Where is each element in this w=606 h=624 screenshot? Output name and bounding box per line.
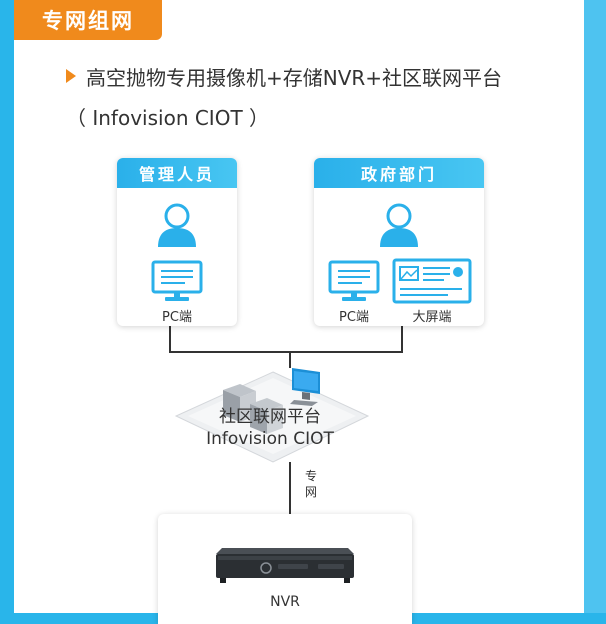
page-title: 高空抛物专用摄像机+存储NVR+社区联网平台 [66,62,502,91]
monitor-icon [328,260,380,301]
manager-box: 管理人员 PC端 [117,158,237,326]
monitor-icon [151,260,203,301]
nvr-box: NVR [158,514,412,624]
content-panel [14,0,584,613]
government-screen-label: 大屏端 [412,310,452,325]
government-pc-label: PC端 [339,310,369,325]
section-badge: 专网组网 [14,0,162,40]
platform-label-line2: Infovision CIOT [206,429,334,449]
bullet-triangle-icon [66,69,76,83]
title-text: 高空抛物专用摄像机+存储NVR+社区联网平台 [86,66,503,90]
government-box-header: 政府部门 [314,158,484,188]
large-screen-icon [392,258,472,304]
manager-box-header: 管理人员 [117,158,237,188]
manager-pc-label: PC端 [162,310,192,325]
platform-label: 社区联网平台 Infovision CIOT [170,406,370,450]
private-network-label: 专网 [304,469,317,499]
user-icon [158,203,196,247]
top-connector-line [169,326,403,353]
page-subtitle: （ Infovision CIOT ） [66,106,270,130]
government-box: 政府部门 PC端 大屏端 [314,158,484,326]
nvr-device-icon [216,548,354,583]
nvr-label: NVR [270,594,300,610]
server-rack-icon [223,384,283,434]
user-icon [380,203,418,247]
platform-illustration [174,368,370,463]
platform-label-line1: 社区联网平台 [219,407,321,427]
computer-icon [290,368,320,406]
right-edge-strip [584,0,606,613]
